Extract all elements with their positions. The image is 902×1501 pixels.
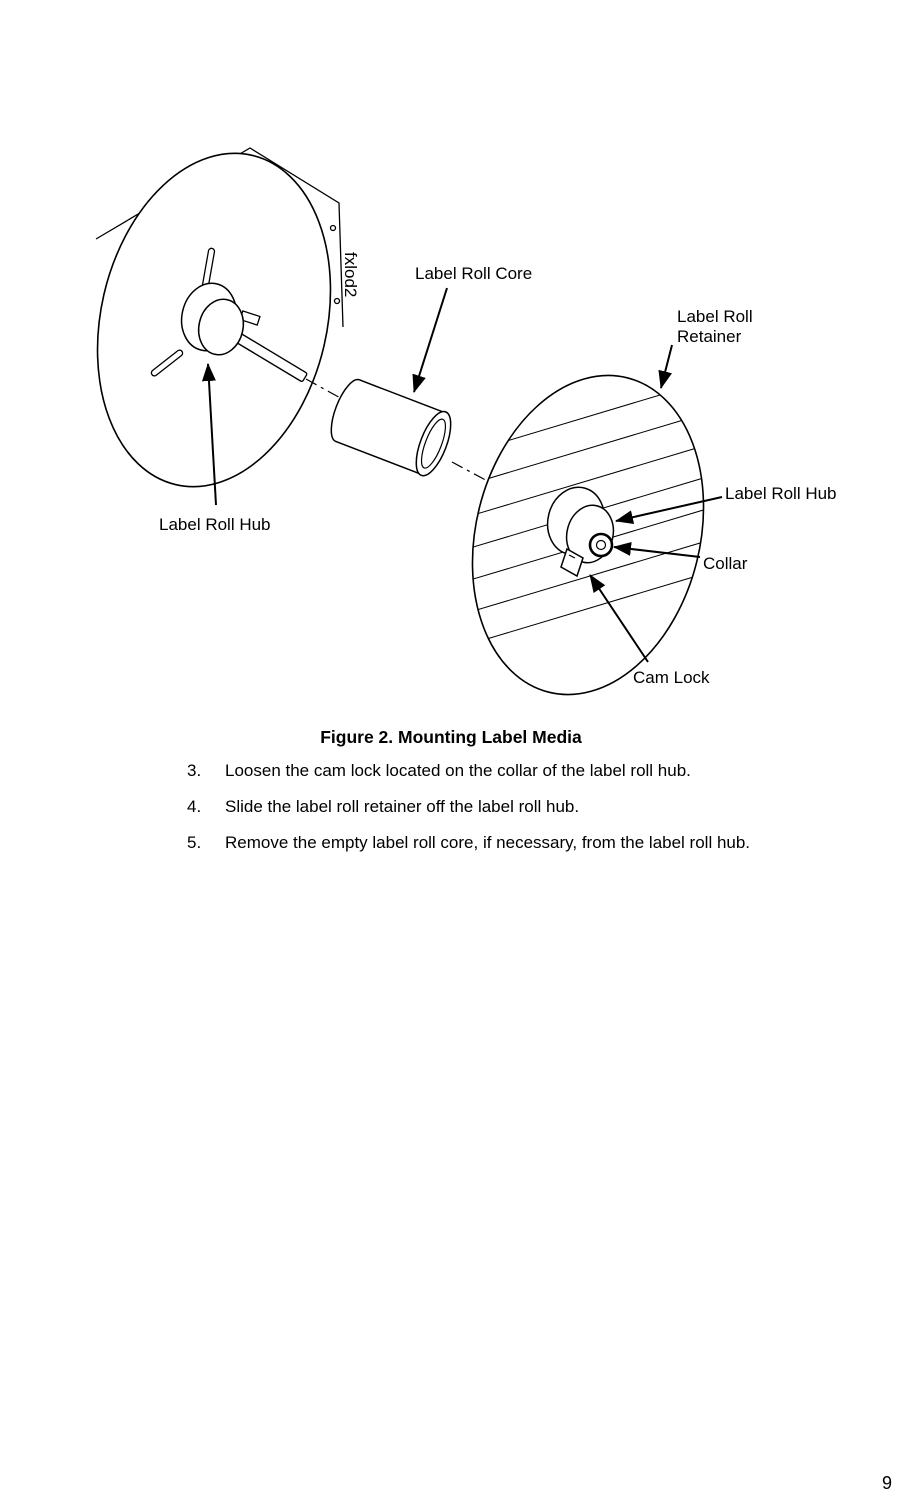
disc-slot <box>150 349 184 377</box>
collar-label: Collar <box>703 554 748 573</box>
figure-illustration: Label Roll Core Label Roll Retainer Labe… <box>95 147 837 696</box>
step-text: Remove the empty label roll core, if nec… <box>225 833 751 852</box>
cam-lock-lever <box>560 547 584 578</box>
cam-lock-label: Cam Lock <box>633 668 710 687</box>
core-label: Label Roll Core <box>415 264 532 283</box>
hub-right-label: Label Roll Hub <box>725 484 837 503</box>
step-number: 4. <box>187 797 202 816</box>
hub-left-callout-arrow <box>201 363 217 506</box>
figure-caption: Figure 2. Mounting Label Media <box>320 727 582 747</box>
label-roll-core-cylinder <box>330 378 452 477</box>
step-number: 3. <box>187 761 202 780</box>
cam-lock-callout-arrow <box>589 574 649 663</box>
core-callout-arrow <box>412 287 448 393</box>
step-item: 3. Loosen the cam lock located on the co… <box>187 761 887 781</box>
step-text: Slide the label roll retainer off the la… <box>225 797 580 816</box>
retainer-callout-arrow <box>658 344 673 389</box>
step-text: Loosen the cam lock located on the colla… <box>225 761 691 780</box>
hub-left-label: Label Roll Hub <box>159 515 271 534</box>
callout-arrows <box>201 287 723 663</box>
page-number: 9 <box>881 1473 892 1493</box>
step-number: 5. <box>187 833 202 852</box>
drawing-code-label: fxlod2 <box>341 252 360 297</box>
retainer-label-line2: Retainer <box>677 327 742 346</box>
collar-callout-arrow <box>613 542 701 558</box>
hub-right-callout-arrow <box>615 496 723 525</box>
right-hub-assembly <box>546 486 615 578</box>
left-hub <box>180 282 308 382</box>
retainer-label-line1: Label Roll <box>677 307 753 326</box>
instruction-steps: 3. Loosen the cam lock located on the co… <box>187 761 887 869</box>
step-item: 4. Slide the label roll retainer off the… <box>187 797 887 817</box>
step-item: 5. Remove the empty label roll core, if … <box>187 833 887 853</box>
